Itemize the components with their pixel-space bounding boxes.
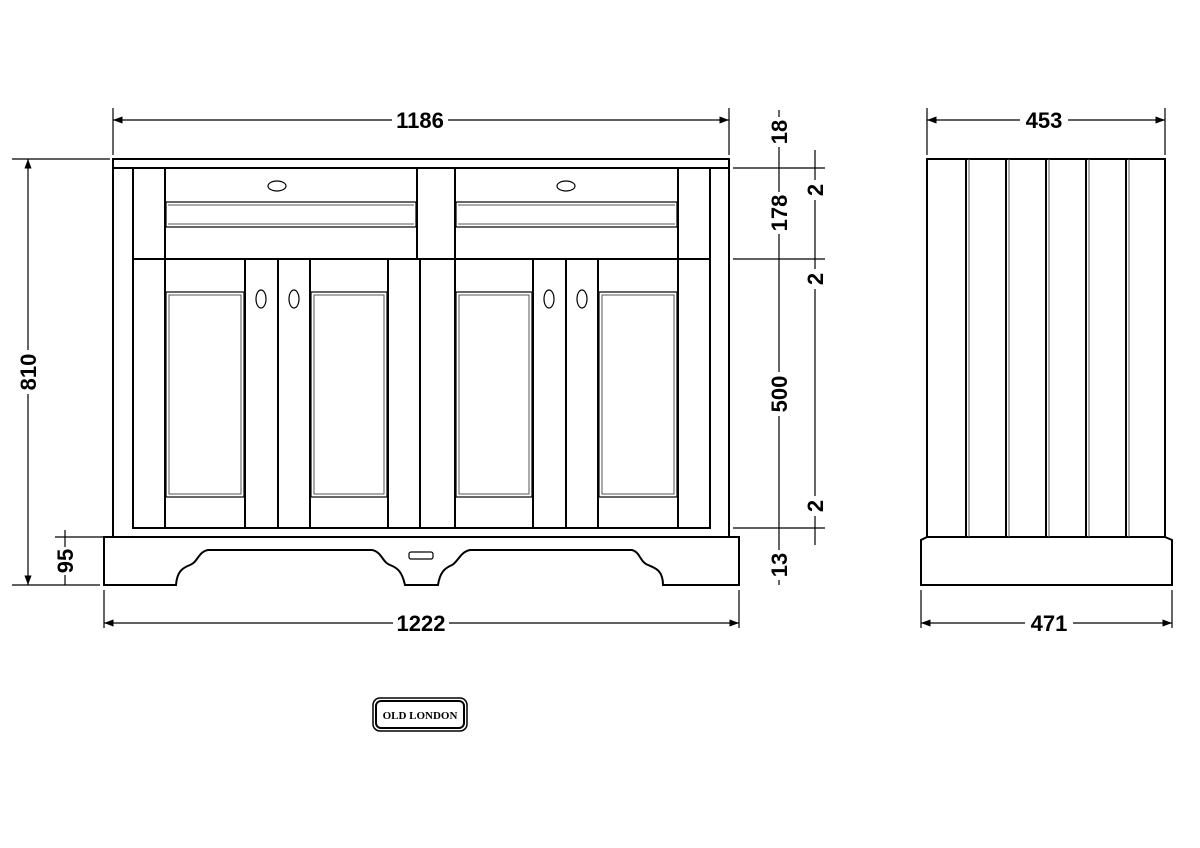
dim-door: 500 [767,376,792,413]
old-london-logo: OLD LONDON [372,697,468,732]
side-view [920,158,1173,586]
door-handle-icon [288,289,300,309]
dim-plinth-depth: 471 [1031,611,1068,636]
dim-top: 18 [767,120,792,144]
drawer-handle-icon [556,180,576,192]
dim-overall-width: 1186 [396,108,444,133]
dimensions: 1186 1222 810 95 18 2 178 2 500 2 1 [12,108,1173,636]
face-frame [132,167,711,529]
drawer-right [455,180,678,228]
dim-plinth-width: 1222 [397,611,446,636]
dim-plinth-height: 95 [53,549,78,573]
plinth [103,536,740,586]
drawer-left [165,180,417,228]
door-handle-icon [543,289,555,309]
dim-drawer: 178 [767,195,792,232]
logo-text: OLD LONDON [383,710,458,722]
dim-gap-top: 2 [803,184,828,196]
door-handle-icon [576,289,588,309]
dim-gap-bottom: 2 [803,500,828,512]
dim-plinth-gap: 13 [767,553,792,577]
door-handle-icon [255,289,267,309]
badge-plate [408,551,434,560]
drawer-handle-icon [267,180,287,192]
dim-depth: 453 [1026,108,1063,133]
dim-overall-height: 810 [16,354,41,391]
front-view [103,158,740,586]
dim-gap-mid: 2 [803,273,828,285]
doors [165,259,678,528]
